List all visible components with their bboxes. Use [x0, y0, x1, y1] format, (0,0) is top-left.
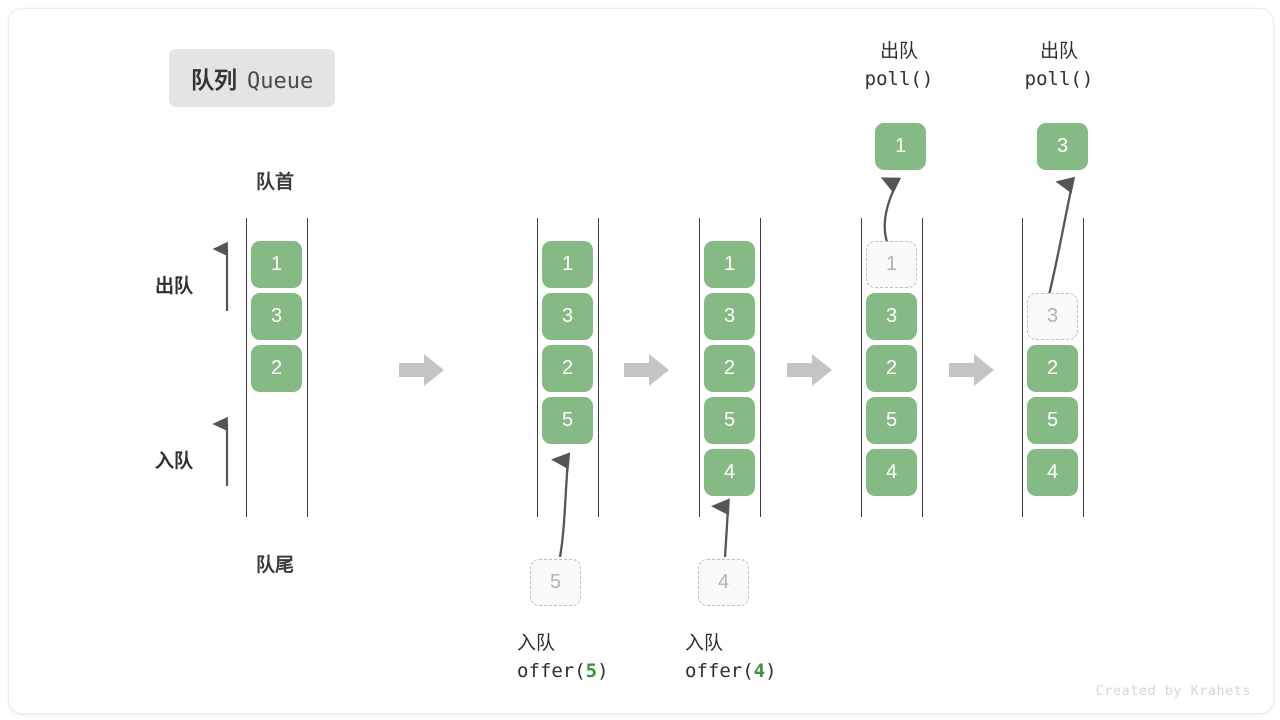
pending-element: 4: [698, 559, 749, 606]
offer-5-caption: 入队 offer(5): [517, 631, 609, 685]
rail-right: [922, 218, 924, 517]
diagram-card: 队列 Queue 队首 队尾 出队 入队 1 3 2 1 3 2 5: [8, 8, 1274, 714]
enqueue-direction-arrow-icon: [212, 416, 229, 486]
dequeue-direction-arrow-icon: [212, 241, 229, 311]
queue-cell: 1: [542, 241, 593, 288]
rail-left: [537, 218, 539, 517]
title-chinese: 队列: [191, 67, 237, 93]
poll-1-caption: 出队 poll(): [824, 39, 974, 93]
polled-element: 3: [1037, 123, 1088, 170]
offer-5-caption-code: offer(5): [517, 659, 609, 682]
enqueue-side-label: 入队: [155, 451, 194, 472]
queue-cell: 3: [251, 293, 302, 340]
transition-arrow-icon: [399, 354, 444, 386]
rail-left: [699, 218, 701, 517]
poll-1-caption-cn: 出队: [879, 41, 918, 62]
queue-cell: 2: [704, 345, 755, 392]
dequeue-side-label: 出队: [155, 276, 194, 297]
queue-cell-removed: 3: [1027, 293, 1078, 340]
rail-right: [598, 218, 600, 517]
offer-5-caption-cn: 入队: [517, 633, 556, 654]
pending-element: 5: [530, 559, 581, 606]
queue-cell: 2: [866, 345, 917, 392]
credit-text: Created by Krahets: [1095, 683, 1251, 699]
queue-head-label: 队首: [255, 172, 294, 193]
offer-arrow-icon: [711, 498, 730, 558]
queue-cell: 1: [704, 241, 755, 288]
transition-arrow-icon: [624, 354, 669, 386]
rail-left: [861, 218, 863, 517]
rail-right: [760, 218, 762, 517]
queue-cell: 1: [251, 241, 302, 288]
queue-tail-label: 队尾: [255, 555, 294, 576]
offer-4-caption-cn: 入队: [685, 633, 724, 654]
offer-4-caption-code: offer(4): [685, 659, 777, 682]
rail-left: [1022, 218, 1024, 517]
polled-element: 1: [875, 123, 926, 170]
diagram-title-badge: 队列 Queue: [169, 49, 336, 107]
queue-cell: 4: [704, 449, 755, 496]
poll-arrow-icon: [1046, 176, 1076, 300]
queue-cell: 2: [251, 345, 302, 392]
transition-arrow-icon: [787, 354, 832, 386]
queue-cell: 3: [704, 293, 755, 340]
queue-cell: 4: [1027, 449, 1078, 496]
transition-arrow-icon: [949, 354, 994, 386]
queue-cell: 4: [866, 449, 917, 496]
poll-3-caption: 出队 poll(): [984, 39, 1134, 93]
queue-cell: 3: [866, 293, 917, 340]
offer-arrow-icon: [551, 452, 571, 558]
queue-cell: 2: [1027, 345, 1078, 392]
title-english: Queue: [247, 69, 314, 94]
queue-cell: 5: [542, 397, 593, 444]
poll-3-caption-code: poll(): [1024, 67, 1094, 90]
queue-cell: 5: [704, 397, 755, 444]
rail-right: [1083, 218, 1085, 517]
poll-arrow-icon: [880, 177, 902, 246]
poll-1-caption-code: poll(): [864, 67, 934, 90]
rail-right: [307, 218, 309, 517]
queue-cell: 5: [1027, 397, 1078, 444]
queue-cell-removed: 1: [866, 241, 917, 288]
offer-4-caption: 入队 offer(4): [685, 631, 777, 685]
poll-3-caption-cn: 出队: [1039, 41, 1078, 62]
queue-cell: 2: [542, 345, 593, 392]
rail-left: [246, 218, 248, 517]
queue-cell: 5: [866, 397, 917, 444]
queue-cell: 3: [542, 293, 593, 340]
